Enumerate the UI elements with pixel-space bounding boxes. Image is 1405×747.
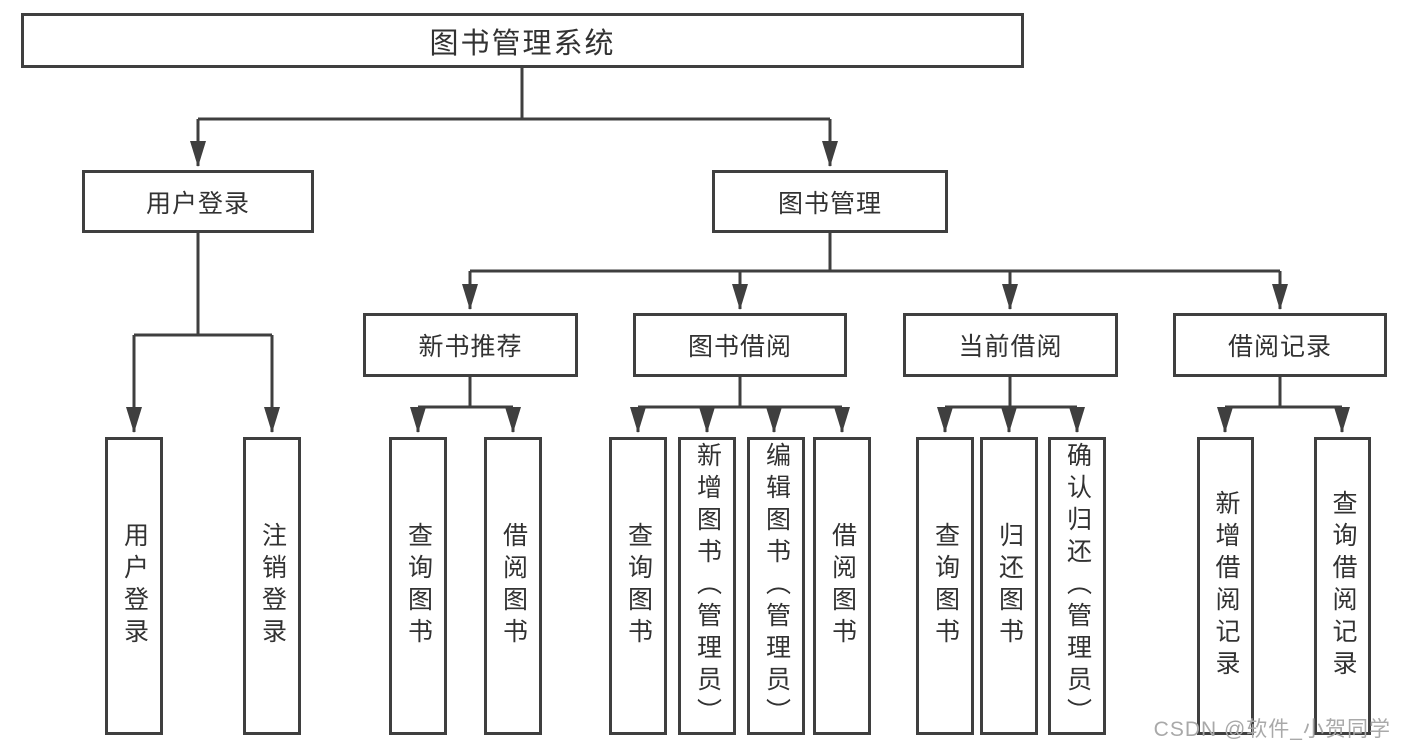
node-confirm-return-admin: 确认归还（管理员） [1048, 437, 1106, 735]
node-query-books-recommend: 查询图书 [389, 437, 447, 735]
node-edit-book-admin: 编辑图书（管理员） [747, 437, 805, 735]
node-book-management: 图书管理 [712, 170, 948, 233]
node-borrow-records: 借阅记录 [1173, 313, 1387, 377]
node-add-borrow-record: 新增借阅记录 [1197, 437, 1254, 735]
node-borrow-books-borrowing: 借阅图书 [813, 437, 871, 735]
node-query-borrow-record: 查询借阅记录 [1314, 437, 1371, 735]
node-add-book-admin: 新增图书（管理员） [678, 437, 736, 735]
node-library-system: 图书管理系统 [21, 13, 1024, 68]
node-logout: 注销登录 [243, 437, 301, 735]
node-new-book-recommend: 新书推荐 [363, 313, 578, 377]
node-query-books-borrowing: 查询图书 [609, 437, 667, 735]
csdn-watermark: CSDN @软件_小贺同学 [1153, 718, 1391, 741]
node-user-login-action: 用户登录 [105, 437, 163, 735]
node-current-borrowing: 当前借阅 [903, 313, 1118, 377]
node-borrow-books-recommend: 借阅图书 [484, 437, 542, 735]
node-user-login: 用户登录 [82, 170, 314, 233]
node-return-book: 归还图书 [980, 437, 1038, 735]
node-query-books-current: 查询图书 [916, 437, 974, 735]
node-book-borrowing: 图书借阅 [633, 313, 847, 377]
